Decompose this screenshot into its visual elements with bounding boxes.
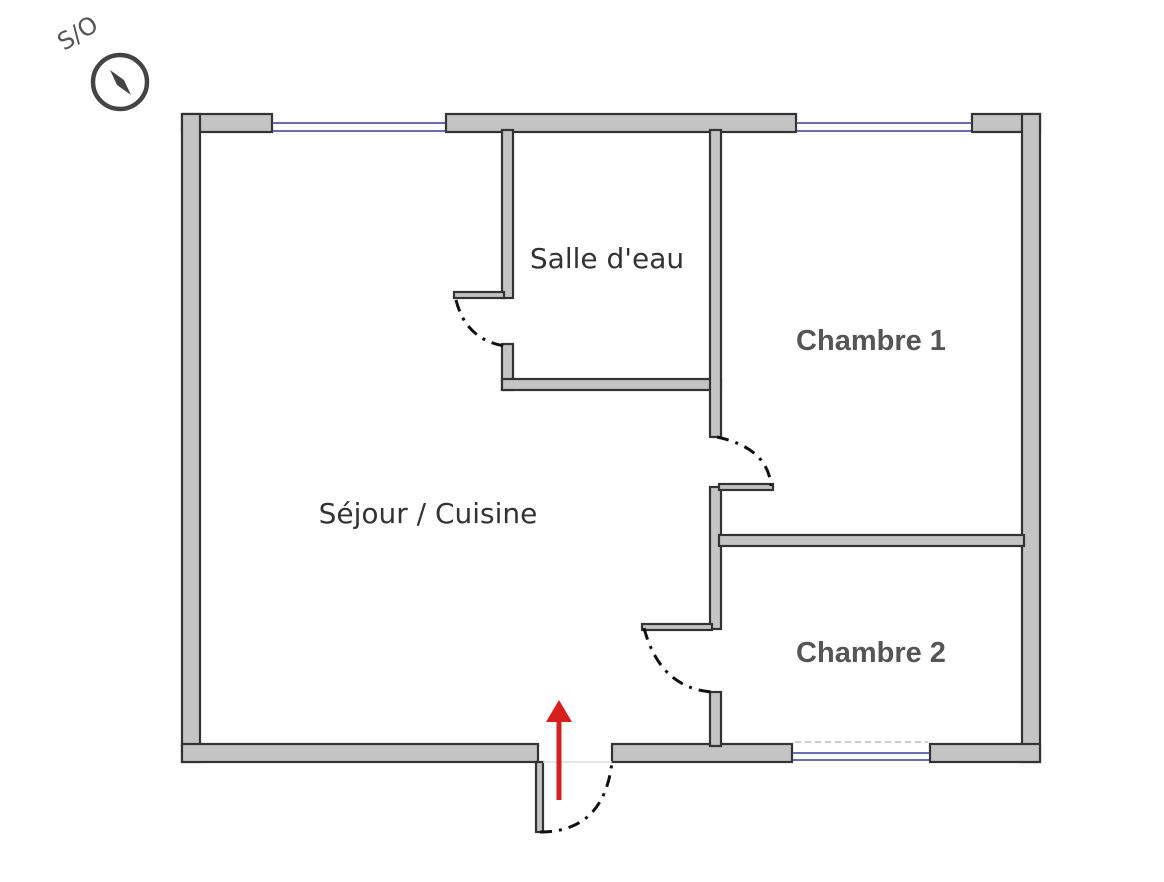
room-label-chambre-2: Chambre 2 — [796, 637, 946, 669]
door-swings — [454, 299, 773, 834]
chambre-2-door-swing — [642, 627, 713, 694]
chambre-1-door-swing — [716, 435, 773, 487]
orientation-marker: S/O — [52, 10, 150, 112]
outer-wall-bottom-right — [928, 742, 1042, 764]
entrance-door-leaf — [534, 760, 545, 834]
outer-wall-bottom-left — [180, 742, 540, 764]
central-wall-bottom — [708, 690, 723, 748]
chambre-1-door-leaf — [717, 482, 775, 492]
chambre-2-door-leaf — [640, 622, 714, 632]
window-top-left — [272, 122, 446, 132]
window-bottom-right — [792, 752, 930, 761]
entrance-door-swing — [539, 761, 614, 834]
orientation-label: S/O — [52, 10, 103, 56]
room-labels: Salle d'eau Chambre 1 Séjour / Cuisine C… — [319, 242, 946, 669]
bedroom-divider-wall — [717, 533, 1026, 548]
bathroom-door-swing — [454, 299, 506, 348]
bathroom-wall-bottom — [500, 377, 723, 392]
room-label-salle-eau: Salle d'eau — [530, 242, 684, 275]
window-top-right — [796, 122, 972, 132]
bathroom-wall-left-upper — [500, 128, 515, 300]
outer-wall-left — [180, 112, 202, 764]
outer-wall-top-middle — [444, 112, 798, 134]
compass-icon — [90, 52, 150, 112]
room-label-sejour-cuisine: Séjour / Cuisine — [319, 497, 538, 530]
room-label-chambre-1: Chambre 1 — [796, 325, 946, 357]
outer-wall-right — [1020, 112, 1042, 764]
walls — [180, 112, 1042, 834]
outer-wall-bottom-middle — [610, 742, 794, 764]
bathroom-door-leaf — [452, 290, 506, 300]
windows — [272, 122, 972, 761]
central-wall-middle — [708, 485, 723, 631]
entrance-arrow-icon — [546, 700, 572, 800]
central-wall-top — [708, 128, 723, 439]
